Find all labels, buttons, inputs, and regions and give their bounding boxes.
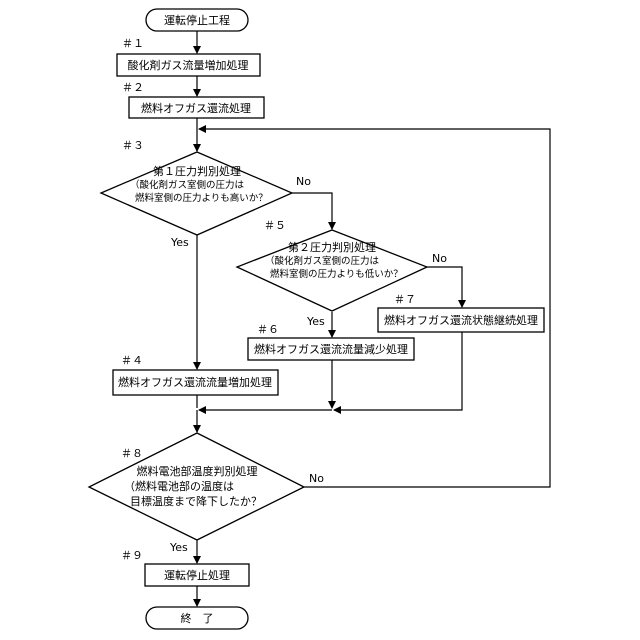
step-5-number: ＃５ bbox=[264, 219, 286, 232]
arrow-s3-no-to-s5 bbox=[292, 193, 332, 229]
start-terminal: 運転停止工程 bbox=[146, 9, 248, 31]
end-terminal: 終 了 bbox=[146, 607, 248, 629]
step-8-question-line1: （燃料電池部の温度は bbox=[124, 479, 234, 493]
start-label: 運転停止工程 bbox=[164, 13, 230, 27]
step-7: ＃７ 燃料オフガス還流状態継続処理 bbox=[378, 293, 544, 332]
end-label: 終 了 bbox=[181, 611, 214, 625]
step-8-question-line2: 目標温度まで降下したか？ bbox=[130, 494, 262, 508]
step-9: ＃９ 運転停止処理 bbox=[121, 549, 249, 586]
step-3-yes-label: Yes bbox=[170, 236, 189, 249]
step-1-label: 酸化剤ガス流量増加処理 bbox=[128, 58, 249, 72]
step-3-question-line2: 燃料室側の圧力よりも高いか？ bbox=[135, 192, 268, 204]
step-1-number: ＃１ bbox=[122, 37, 144, 50]
step-2: ＃２ 燃料オフガス還流処理 bbox=[122, 81, 264, 118]
step-5-title: 第２圧力判別処理 bbox=[288, 240, 376, 254]
step-5-question-line1: （酸化剤ガス室側の圧力は bbox=[265, 255, 380, 267]
step-4-label: 燃料オフガス還流流量増加処理 bbox=[118, 375, 272, 389]
step-3-question-line1: （酸化剤ガス室側の圧力は bbox=[130, 179, 245, 191]
step-5-yes-label: Yes bbox=[306, 315, 325, 328]
step-3-title: 第１圧力判別処理 bbox=[153, 164, 241, 178]
step-2-number: ＃２ bbox=[122, 81, 144, 94]
step-6-label: 燃料オフガス還流流量減少処理 bbox=[254, 342, 408, 356]
step-9-label: 運転停止処理 bbox=[164, 568, 230, 582]
step-3-no-label: No bbox=[296, 175, 311, 188]
step-9-number: ＃９ bbox=[121, 549, 143, 562]
arrow-s5-no-to-s7 bbox=[427, 267, 462, 307]
step-8-number: ＃８ bbox=[121, 447, 143, 460]
step-8-no-label: No bbox=[309, 472, 324, 485]
step-1: ＃１ 酸化剤ガス流量増加処理 bbox=[117, 37, 260, 76]
step-8-decision: ＃８ 燃料電池部温度判別処理 （燃料電池部の温度は 目標温度まで降下したか？ N… bbox=[89, 433, 324, 554]
step-4-number: ＃４ bbox=[121, 354, 143, 367]
step-3-number: ＃３ bbox=[122, 139, 144, 152]
step-7-number: ＃７ bbox=[394, 293, 416, 306]
step-8-yes-label: Yes bbox=[169, 541, 188, 554]
step-8-title: 燃料電池部温度判別処理 bbox=[137, 464, 258, 478]
step-6-number: ＃６ bbox=[257, 323, 279, 336]
step-7-label: 燃料オフガス還流状態継続処理 bbox=[384, 313, 538, 327]
step-3-decision: ＃３ 第１圧力判別処理 （酸化剤ガス室側の圧力は 燃料室側の圧力よりも高いか？ … bbox=[101, 139, 311, 249]
step-5-question-line2: 燃料室側の圧力よりも低いか？ bbox=[270, 268, 403, 280]
step-5-no-label: No bbox=[432, 252, 447, 265]
step-2-label: 燃料オフガス還流処理 bbox=[141, 101, 251, 115]
